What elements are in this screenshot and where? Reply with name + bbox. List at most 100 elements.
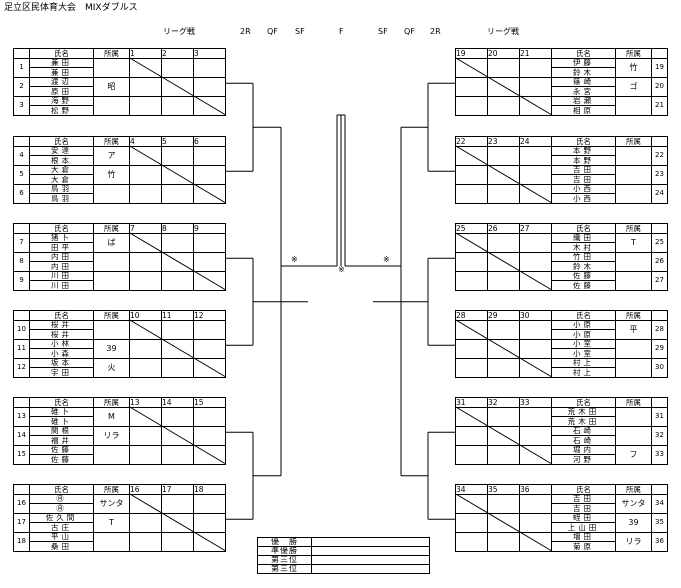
- pair-affiliation: リラ: [93, 425, 130, 446]
- header-blank: [651, 48, 668, 59]
- result-cell: [487, 232, 520, 253]
- player-name: 本野: [551, 155, 616, 166]
- pair-number: 19: [651, 57, 668, 78]
- player-row: 桑田: [14, 541, 226, 552]
- result-cell: [455, 57, 488, 78]
- header-match-num: 28: [455, 310, 488, 321]
- player-row: 鳥羽: [14, 193, 226, 204]
- header-match-num: 24: [519, 136, 552, 147]
- player-name: 大倉: [29, 174, 94, 185]
- pair-affiliation: 39: [615, 512, 652, 533]
- result-cell: [193, 493, 226, 514]
- pair-number: 36: [651, 531, 668, 552]
- header-match-num: 9: [193, 223, 226, 234]
- pair-number: 1: [13, 57, 30, 78]
- result-cell: [129, 251, 162, 272]
- header-blank: [13, 136, 30, 147]
- result-cell: [161, 270, 194, 291]
- player-name: 小原: [551, 329, 616, 340]
- result-cell: [487, 425, 520, 446]
- player-name: 小室: [551, 348, 616, 359]
- pair-number: 6: [13, 183, 30, 204]
- header-match-num: 18: [193, 484, 226, 495]
- player-name: 碓卜: [29, 406, 94, 417]
- header-affil: 所属: [615, 48, 652, 59]
- pair-affiliation: サンタ: [93, 493, 130, 514]
- result-cell: [455, 444, 488, 465]
- result-cell: [193, 164, 226, 185]
- pair-number: 29: [651, 338, 668, 359]
- result-cell: [455, 425, 488, 446]
- pair-affiliation: M: [93, 406, 130, 427]
- round-2r-right: 2R: [430, 27, 441, 36]
- result-cell: [455, 406, 488, 427]
- result-cell: [161, 444, 194, 465]
- player-row: 宇田: [14, 367, 226, 378]
- result-cell: [487, 338, 520, 359]
- result-cell: [193, 444, 226, 465]
- result-cell: [455, 512, 488, 533]
- player-name: 小原: [551, 319, 616, 330]
- player-name: 村上: [551, 357, 616, 368]
- player-row: 小西: [456, 193, 668, 204]
- player-name: 鈴木: [551, 261, 616, 272]
- league-header-right: リーグ戦: [487, 27, 519, 36]
- round-sf-right: SF: [378, 27, 388, 36]
- result-cell: [519, 493, 552, 514]
- result-cell: [129, 145, 162, 166]
- result-cell: [161, 95, 194, 116]
- pair-affiliation: ア: [93, 145, 130, 166]
- header-match-num: 34: [455, 484, 488, 495]
- header-affil: 所属: [93, 484, 130, 495]
- round-qf-left: QF: [267, 27, 278, 36]
- pair-number: 35: [651, 512, 668, 533]
- result-cell: [161, 338, 194, 359]
- result-cell: [129, 338, 162, 359]
- pair-number: 10: [13, 319, 30, 340]
- pair-number: 17: [13, 512, 30, 533]
- header-match-num: 22: [455, 136, 488, 147]
- pair-number: 4: [13, 145, 30, 166]
- header-name: 氏名: [29, 397, 94, 408]
- player-name: 小西: [551, 183, 616, 194]
- result-cell: [129, 183, 162, 204]
- header-match-num: 32: [487, 397, 520, 408]
- header-blank: [13, 48, 30, 59]
- result-cell: [487, 444, 520, 465]
- player-name: 上山田: [551, 522, 616, 533]
- pair-number: 9: [13, 270, 30, 291]
- pair-affiliation: [615, 406, 652, 427]
- player-name: 菊原: [551, 541, 616, 552]
- player-name: 荒木田: [551, 406, 616, 417]
- result-cell: [129, 493, 162, 514]
- header-blank: [651, 310, 668, 321]
- result-cell: [161, 183, 194, 204]
- player-name: 吉田: [551, 174, 616, 185]
- result-cell: [129, 406, 162, 427]
- pair-number: 23: [651, 164, 668, 185]
- player-name: 鳥羽: [29, 193, 94, 204]
- result-cell: [487, 493, 520, 514]
- header-blank: [651, 484, 668, 495]
- round-final: F: [339, 27, 344, 36]
- player-name: 小森: [29, 348, 94, 359]
- header-match-num: 19: [455, 48, 488, 59]
- pair-number: 22: [651, 145, 668, 166]
- player-row: 吉田 23: [455, 164, 668, 185]
- player-name: 平山: [29, 531, 94, 542]
- header-affil: 所属: [615, 310, 652, 321]
- result-cell: [519, 57, 552, 78]
- player-name: 内田: [29, 251, 94, 262]
- result-cell: [487, 319, 520, 340]
